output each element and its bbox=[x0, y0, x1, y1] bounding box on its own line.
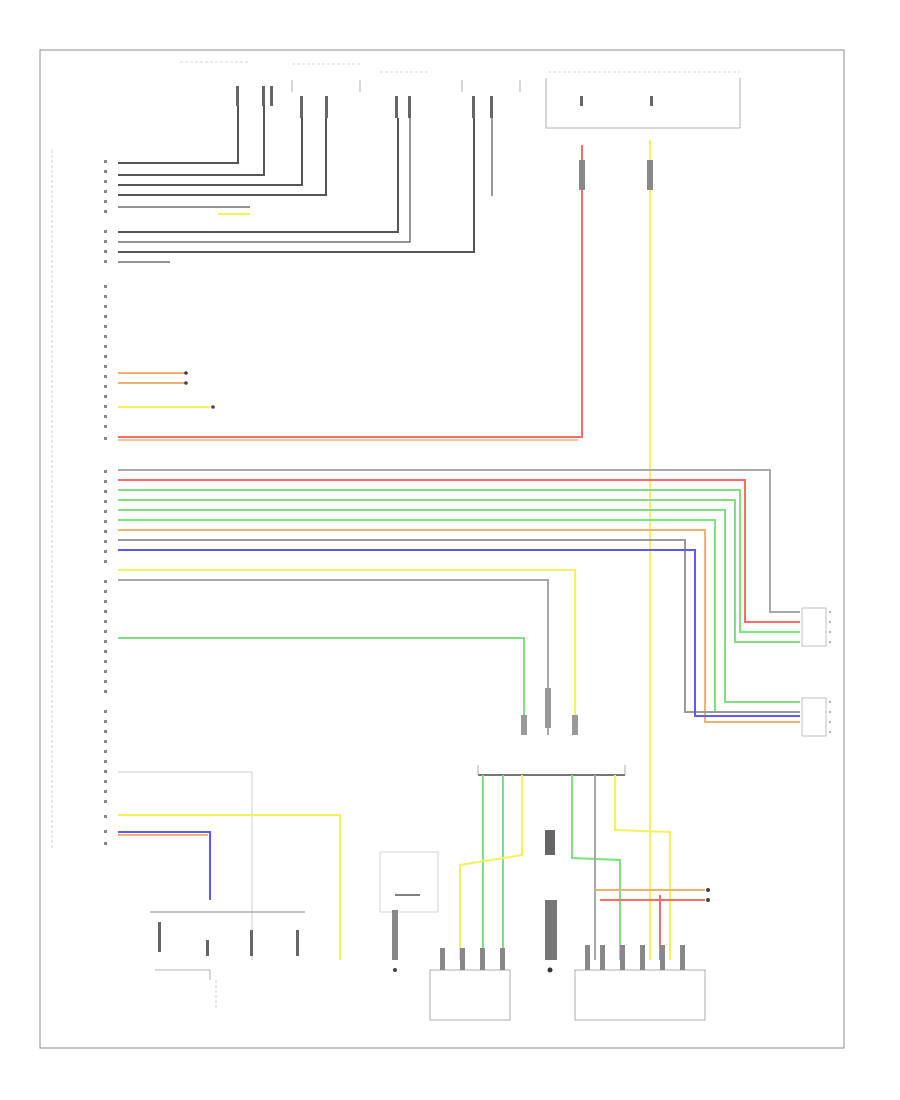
drop-connectors bbox=[521, 688, 578, 735]
top-component-2 bbox=[291, 63, 430, 118]
top-component-1 bbox=[180, 61, 273, 106]
splice-outputs bbox=[459, 775, 671, 960]
diagram-frame bbox=[39, 49, 845, 1049]
red-fuse-feed bbox=[118, 145, 583, 438]
right-harness bbox=[118, 469, 800, 735]
stub-terminals bbox=[184, 371, 215, 409]
bottom-right-terminals bbox=[706, 888, 710, 902]
left-connector-pins bbox=[104, 160, 107, 845]
bottom-right-box bbox=[574, 945, 706, 1021]
bottom-left-component bbox=[150, 911, 305, 1010]
stub-wires bbox=[118, 372, 210, 408]
bottom-center-box bbox=[429, 948, 511, 1021]
top-harness bbox=[118, 106, 493, 263]
sensor-module bbox=[379, 851, 439, 972]
right-connector-upper bbox=[801, 607, 831, 647]
fuse-feed-connector-2 bbox=[647, 160, 653, 190]
bottom-left-wires bbox=[118, 771, 341, 960]
right-connector-lower bbox=[801, 697, 831, 737]
fuse-box bbox=[545, 71, 741, 129]
fuse-feed-connector-1 bbox=[579, 160, 585, 190]
middle-control-unit bbox=[545, 830, 557, 973]
splice-bar bbox=[477, 765, 626, 776]
top-component-3 bbox=[461, 80, 521, 118]
